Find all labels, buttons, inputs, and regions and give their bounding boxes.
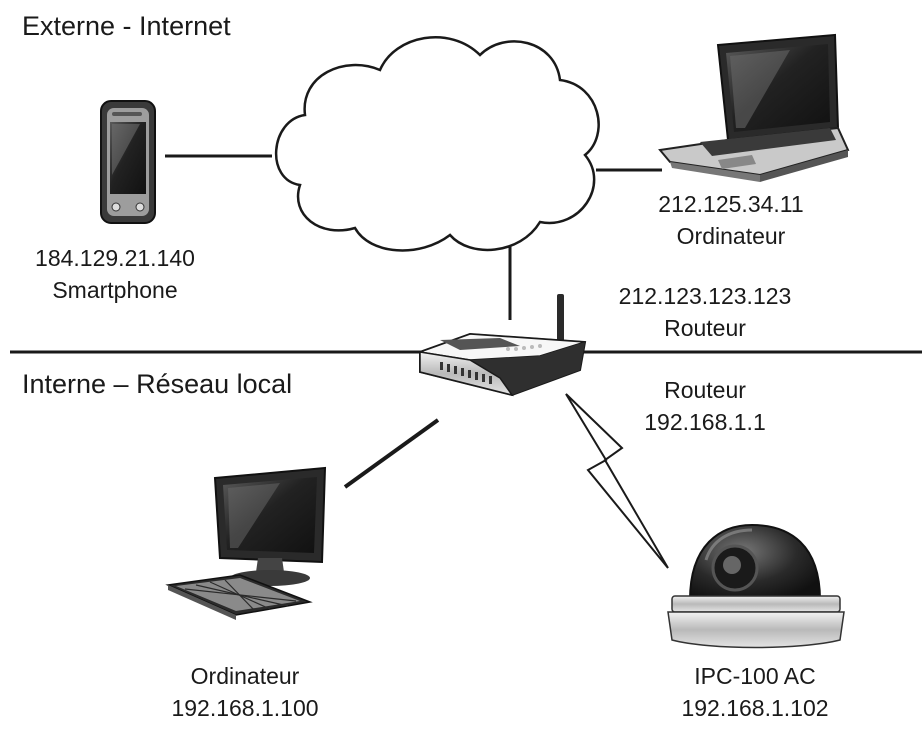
smartphone-icon bbox=[100, 100, 156, 224]
laptop-ip: 212.125.34.11 bbox=[658, 191, 804, 217]
zone-title-internal: Interne – Réseau local bbox=[22, 369, 293, 399]
smartphone-name: Smartphone bbox=[52, 277, 178, 303]
laptop-icon bbox=[658, 33, 850, 182]
zone-title-external: Externe - Internet bbox=[22, 11, 231, 41]
router-lan-name: Routeur bbox=[664, 377, 746, 403]
router-wan-ip: 212.123.123.123 bbox=[618, 283, 792, 309]
router-wan-name: Routeur bbox=[664, 315, 746, 341]
laptop-name: Ordinateur bbox=[676, 223, 786, 249]
router-icon bbox=[419, 294, 587, 397]
link-router-desktop bbox=[343, 418, 440, 489]
camera-ip: 192.168.1.102 bbox=[681, 695, 829, 721]
desktop-label: Ordinateur 192.168.1.100 bbox=[150, 660, 340, 724]
cloud-icon bbox=[275, 36, 600, 252]
camera-name: IPC-100 AC bbox=[694, 663, 816, 689]
router-lan-ip: 192.168.1.1 bbox=[644, 409, 766, 435]
router-wan-label: 212.123.123.123 Routeur bbox=[600, 280, 810, 344]
camera-label: IPC-100 AC 192.168.1.102 bbox=[660, 660, 850, 724]
smartphone-label: 184.129.21.140 Smartphone bbox=[20, 242, 210, 306]
desktop-ip: 192.168.1.100 bbox=[171, 695, 319, 721]
router-lan-label: Routeur 192.168.1.1 bbox=[615, 374, 795, 438]
desktop-name: Ordinateur bbox=[190, 663, 300, 689]
wireless-bolt-icon bbox=[565, 393, 669, 569]
laptop-label: 212.125.34.11 Ordinateur bbox=[636, 188, 826, 252]
smartphone-ip: 184.129.21.140 bbox=[35, 245, 195, 271]
desktop-computer-icon bbox=[165, 466, 327, 620]
dome-camera-icon bbox=[667, 523, 845, 649]
